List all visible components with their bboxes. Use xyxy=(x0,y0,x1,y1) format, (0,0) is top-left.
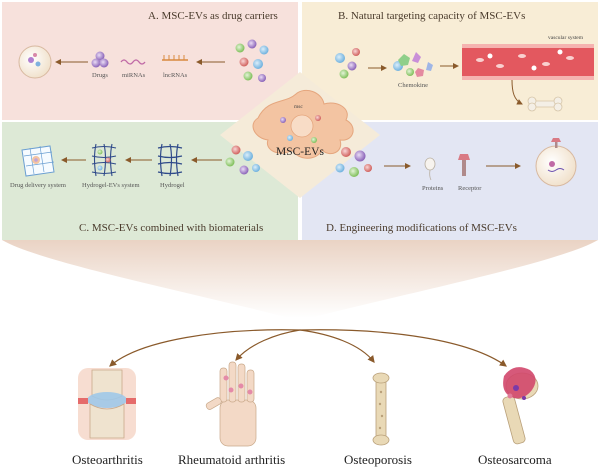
osteoporosis-bone-icon xyxy=(372,372,390,446)
receptor-label: Receptor xyxy=(458,185,482,192)
hydrogel-evs-icon xyxy=(91,143,117,177)
drug-dot-icon xyxy=(35,61,41,67)
protein-icon xyxy=(424,157,436,181)
ev-cluster-d xyxy=(335,147,372,177)
drugs-label: Drugs xyxy=(92,72,108,79)
ev-cluster-b xyxy=(335,48,360,79)
ev-dot-icon xyxy=(287,135,293,141)
disease-osteoporosis: Osteoporosis xyxy=(344,452,412,467)
drugs-icon xyxy=(91,51,109,68)
disease-osteoarthritis: Osteoarthritis xyxy=(72,452,143,467)
arrow-to-rheumatoid xyxy=(235,329,301,361)
drug-delivery-icon xyxy=(21,145,55,177)
engineered-ev-icon xyxy=(535,138,577,187)
osteosarcoma-bone-icon xyxy=(502,367,539,445)
mirnas-label: miRNAs xyxy=(122,72,146,79)
chemokine-icon xyxy=(393,52,433,77)
ev-dot-icon xyxy=(311,137,317,143)
vascular-system-label: vascular system xyxy=(548,35,583,41)
ev-cluster-c xyxy=(225,145,260,175)
ev-dot-icon xyxy=(315,115,321,121)
chemokine-label: Chemokine xyxy=(398,82,428,89)
panel-b-title: B. Natural targeting capacity of MSC-EVs xyxy=(338,10,526,22)
panel-c-title: C. MSC-EVs combined with biomaterials xyxy=(79,222,264,234)
vascular-system-icon xyxy=(462,44,594,80)
arrow-to-osteoporosis xyxy=(299,329,375,363)
drug-delivery-label: Drug delivery system xyxy=(10,182,66,189)
panel-a-title: A. MSC-EVs as drug carriers xyxy=(148,10,278,22)
proteins-label: Proteins xyxy=(422,185,444,192)
ev-cluster-a xyxy=(235,39,269,82)
receptor-icon xyxy=(458,154,470,176)
lncrna-icon xyxy=(162,55,188,61)
hydrogel-evs-label: Hydrogel-EVs system xyxy=(82,182,140,189)
arrow-to-osteosarcoma xyxy=(299,329,507,367)
center-title: MSC-EVs xyxy=(276,146,324,158)
hydrogel-icon xyxy=(157,143,183,177)
disease-osteosarcoma: Osteosarcoma xyxy=(478,452,552,467)
panel-d-title: D. Engineering modifications of MSC-EVs xyxy=(326,222,517,234)
arrow-to-osteoarthritis xyxy=(109,329,301,367)
mirna-icon xyxy=(120,59,146,65)
osteoarthritis-knee-icon xyxy=(78,368,136,440)
msc-cell-label: msc xyxy=(294,104,303,110)
msc-nucleus-icon xyxy=(290,114,314,138)
hydrogel-label: Hydrogel xyxy=(160,182,185,189)
lncrnas-label: lncRNAs xyxy=(163,72,188,79)
drug-loaded-ev-icon xyxy=(18,45,52,79)
rheumatoid-hand-icon xyxy=(205,361,257,447)
disease-rheumatoid-arthritis: Rheumatoid arthritis xyxy=(178,452,286,467)
drug-dot-icon xyxy=(33,53,37,57)
drug-dot-icon xyxy=(28,57,34,63)
bone-icon xyxy=(527,96,563,112)
funnel-shape xyxy=(2,240,598,318)
ev-dot-icon xyxy=(280,117,286,123)
arrow-b3 xyxy=(511,79,523,105)
